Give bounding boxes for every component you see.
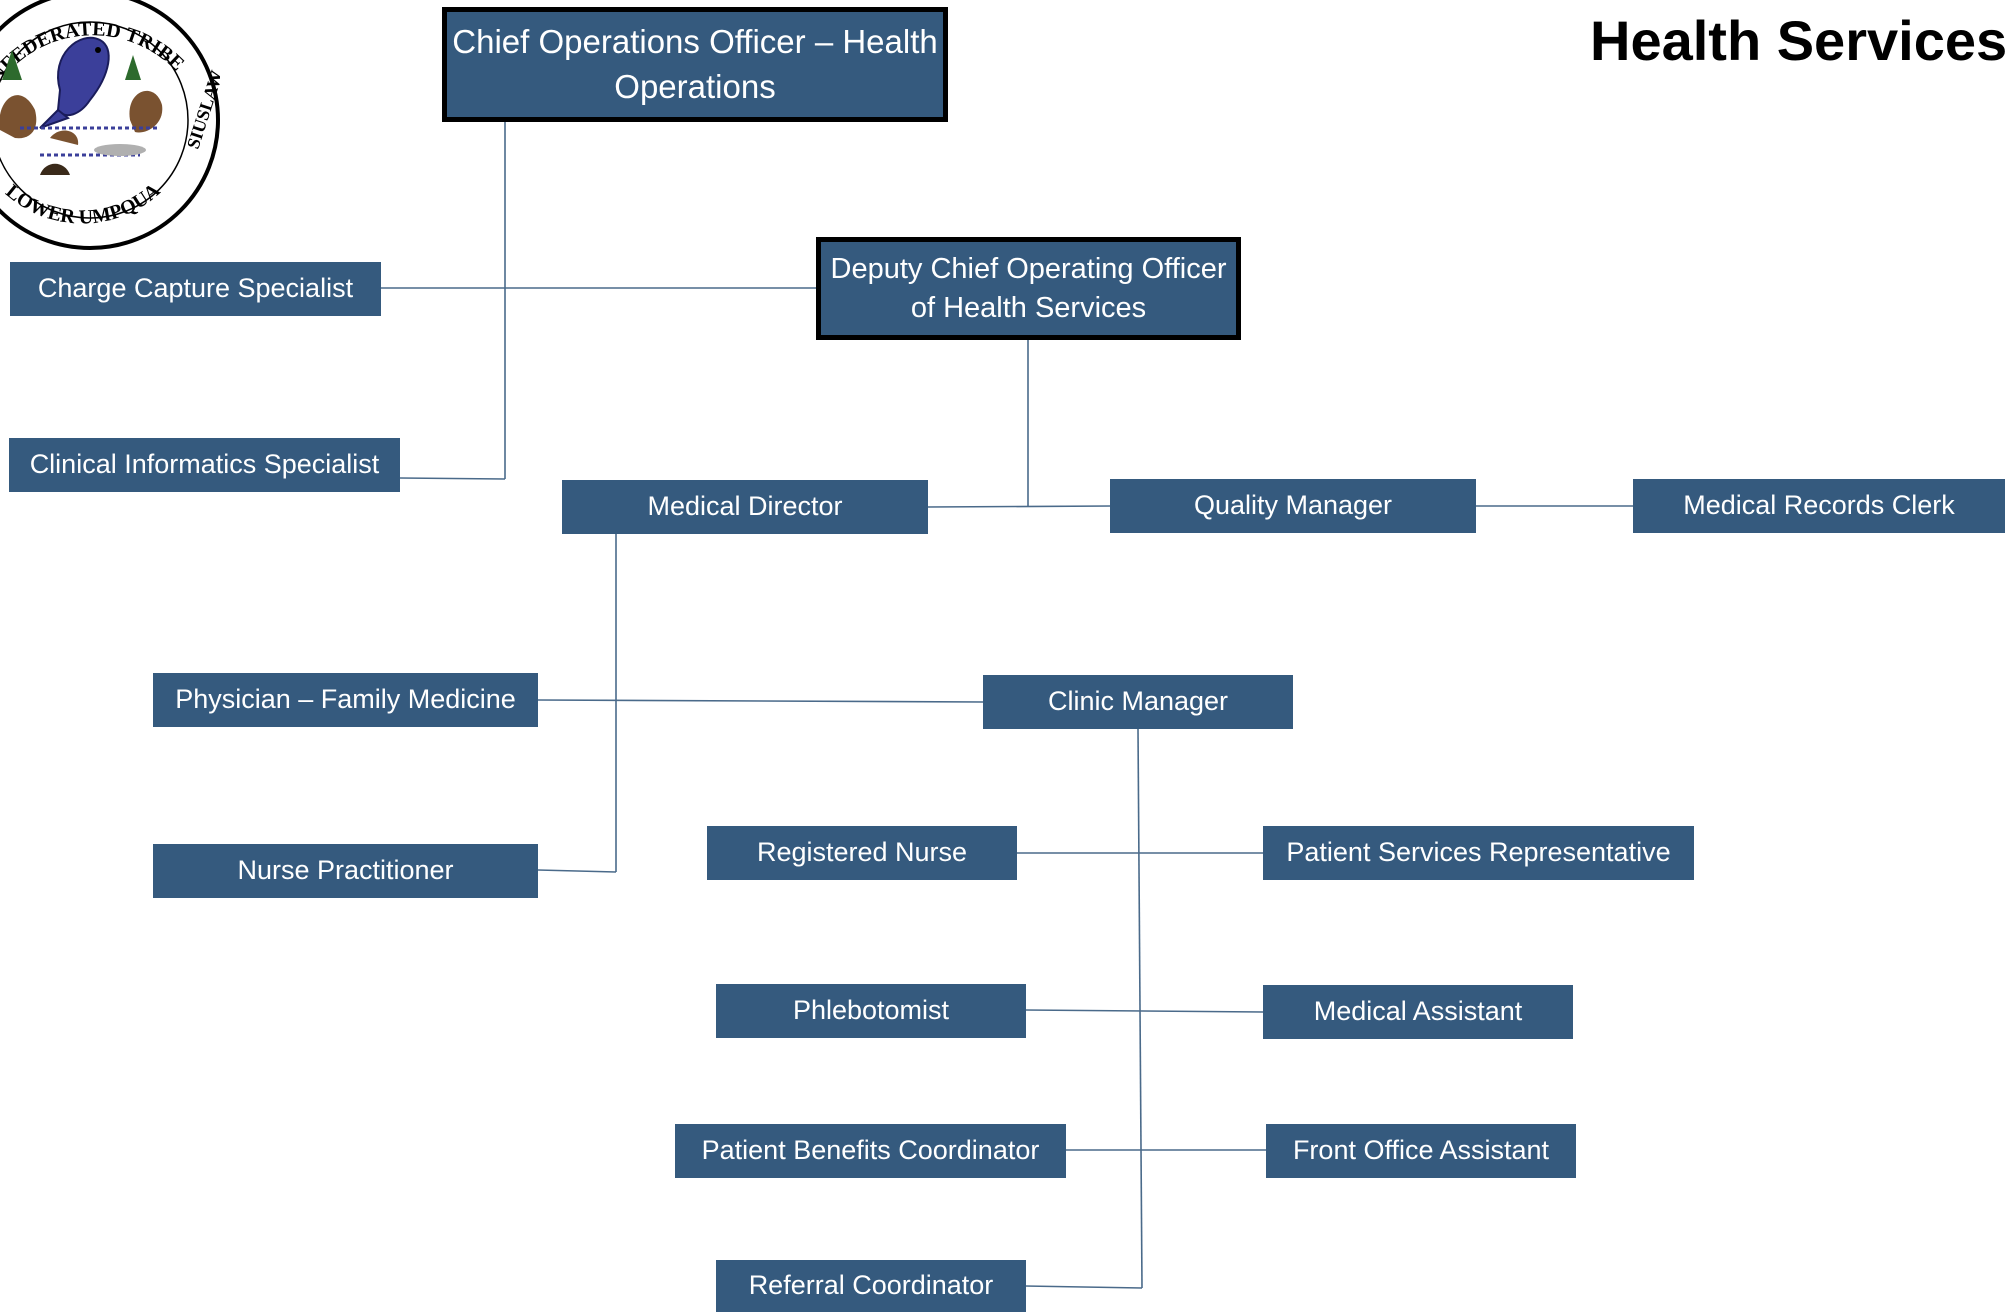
salmon-icon bbox=[39, 37, 110, 129]
patient-benefits-box[interactable]: Patient Benefits Coordinator bbox=[675, 1124, 1066, 1178]
connector-md-qm bbox=[926, 505, 1112, 508]
referral-coordinator-label: Referral Coordinator bbox=[748, 1270, 994, 1301]
nurse-practitioner-label: Nurse Practitioner bbox=[237, 855, 454, 886]
coo-box[interactable]: Chief Operations Officer – Health Operat… bbox=[442, 7, 948, 122]
medical-director-label: Medical Director bbox=[647, 491, 843, 522]
connector-clinical-informatics bbox=[399, 477, 506, 480]
tribal-seal-logo: CONFEDERATED TRIBES LOWER UMPQUA SIUSLAW bbox=[0, 0, 220, 250]
connector-phleb-ma bbox=[1024, 1009, 1264, 1013]
front-office-box[interactable]: Front Office Assistant bbox=[1266, 1124, 1576, 1178]
deputy-coo-box[interactable]: Deputy Chief Operating Officer of Health… bbox=[816, 237, 1241, 340]
medical-director-box[interactable]: Medical Director bbox=[562, 480, 928, 534]
charge-capture-box[interactable]: Charge Capture Specialist bbox=[10, 262, 381, 316]
medical-records-label: Medical Records Clerk bbox=[1683, 490, 1955, 521]
nurse-practitioner-box[interactable]: Nurse Practitioner bbox=[153, 844, 538, 898]
deputy-coo-label: Deputy Chief Operating Officer of Health… bbox=[830, 252, 1227, 324]
clinic-manager-box[interactable]: Clinic Manager bbox=[983, 675, 1293, 729]
quality-manager-box[interactable]: Quality Manager bbox=[1110, 479, 1476, 533]
medical-assistant-label: Medical Assistant bbox=[1313, 996, 1523, 1027]
patient-services-label: Patient Services Representative bbox=[1286, 837, 1671, 868]
quality-manager-label: Quality Manager bbox=[1193, 490, 1393, 521]
referral-coordinator-box[interactable]: Referral Coordinator bbox=[716, 1260, 1026, 1312]
clinical-informatics-box[interactable]: Clinical Informatics Specialist bbox=[9, 438, 400, 492]
patient-services-box[interactable]: Patient Services Representative bbox=[1263, 826, 1694, 880]
connector-referral bbox=[1024, 1285, 1143, 1289]
registered-nurse-box[interactable]: Registered Nurse bbox=[707, 826, 1017, 880]
patient-benefits-label: Patient Benefits Coordinator bbox=[701, 1135, 1040, 1166]
phlebotomist-box[interactable]: Phlebotomist bbox=[716, 984, 1026, 1038]
connector-clinic-trunk bbox=[1137, 728, 1143, 1289]
clinical-informatics-label: Clinical Informatics Specialist bbox=[29, 449, 380, 480]
coo-label: Chief Operations Officer – Health Operat… bbox=[452, 22, 938, 105]
front-office-label: Front Office Assistant bbox=[1292, 1135, 1550, 1166]
physician-box[interactable]: Physician – Family Medicine bbox=[153, 673, 538, 727]
clinic-manager-label: Clinic Manager bbox=[1047, 686, 1229, 717]
medical-assistant-box[interactable]: Medical Assistant bbox=[1263, 985, 1573, 1039]
charge-capture-label: Charge Capture Specialist bbox=[37, 273, 354, 304]
medical-records-box[interactable]: Medical Records Clerk bbox=[1633, 479, 2005, 533]
phlebotomist-label: Phlebotomist bbox=[792, 995, 950, 1026]
registered-nurse-label: Registered Nurse bbox=[756, 837, 968, 868]
connector-np bbox=[537, 869, 617, 873]
connector-physician-clinic bbox=[537, 699, 985, 703]
physician-label: Physician – Family Medicine bbox=[175, 684, 516, 715]
page-title: Health Services bbox=[1590, 9, 2005, 72]
